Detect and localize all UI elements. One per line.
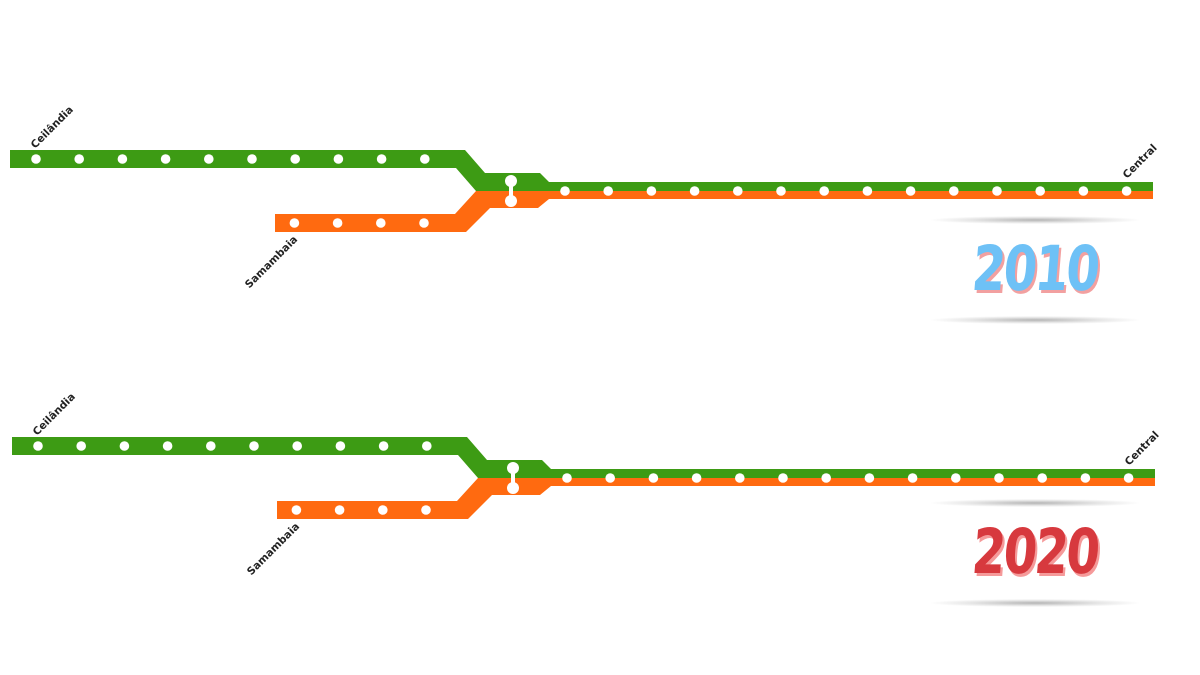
station-label-central: Central [1121, 142, 1160, 181]
station-dot [1080, 473, 1091, 483]
interchange-station [505, 175, 517, 207]
station-dot [334, 505, 345, 515]
year-label: 2010 [969, 232, 1101, 305]
card-shadow-bottom [931, 599, 1139, 607]
station-dot [907, 473, 918, 483]
station-dot [247, 154, 257, 164]
station-dot [821, 473, 831, 483]
station-dot [691, 473, 702, 483]
station-dot [335, 441, 346, 451]
station-dot [421, 505, 431, 515]
station-dot [1123, 473, 1134, 483]
station-label-central: Central [1123, 429, 1162, 468]
station-dot [689, 186, 700, 196]
station-dot [333, 154, 344, 164]
card-shadow-top [931, 216, 1139, 224]
station-label-ceilandia: Ceilândia [29, 104, 76, 151]
station-dot [1121, 186, 1132, 196]
green-line [10, 150, 1153, 191]
card-shadow-top [931, 499, 1139, 507]
station-dot [951, 473, 961, 483]
station-dot [864, 473, 875, 483]
station-dot [819, 186, 829, 196]
station-dot [206, 441, 216, 451]
station-label-ceilandia: Ceilândia [31, 391, 78, 438]
station-dot [31, 154, 41, 164]
station-dot [1078, 186, 1089, 196]
orange-line [277, 478, 1155, 519]
station-dot [994, 473, 1004, 483]
station-label-samambaia: Samambaia [243, 234, 300, 291]
station-dot [290, 154, 301, 164]
station-dot [733, 186, 743, 196]
station-dot [422, 441, 432, 451]
station-dot [603, 186, 613, 196]
station-dot [117, 154, 128, 164]
station-label-samambaia: Samambaia [245, 521, 302, 578]
station-dot [378, 505, 388, 515]
station-dot [648, 473, 659, 483]
station-dot [76, 441, 86, 451]
station-dot [1035, 186, 1045, 196]
green-line [12, 437, 1155, 478]
station-dot [560, 186, 570, 196]
station-dot [419, 218, 429, 228]
station-dot [905, 186, 916, 196]
year-card-2010: 2010 [925, 216, 1145, 324]
station-dot [292, 441, 303, 451]
station-dot [605, 473, 615, 483]
station-dot [291, 505, 302, 515]
station-dot [160, 154, 171, 164]
station-dot [204, 154, 214, 164]
orange-line [275, 191, 1153, 232]
station-dot [119, 441, 130, 451]
station-dot [376, 218, 386, 228]
station-dot [992, 186, 1002, 196]
station-dot [1037, 473, 1047, 483]
station-dot [376, 154, 387, 164]
station-dot [646, 186, 657, 196]
station-dot [33, 441, 43, 451]
station-dot [332, 218, 343, 228]
station-dot [862, 186, 873, 196]
station-dot [162, 441, 173, 451]
station-dot [249, 441, 259, 451]
station-dot [378, 441, 389, 451]
station-dot [74, 154, 84, 164]
station-dot [776, 186, 786, 196]
station-dot [778, 473, 788, 483]
station-dot [420, 154, 430, 164]
station-dot [562, 473, 572, 483]
year-card-2020: 2020 [925, 499, 1145, 607]
interchange-station [507, 462, 519, 494]
station-dot [735, 473, 745, 483]
card-shadow-bottom [931, 316, 1139, 324]
station-dot [289, 218, 300, 228]
year-label: 2020 [969, 515, 1101, 588]
station-dot [949, 186, 959, 196]
